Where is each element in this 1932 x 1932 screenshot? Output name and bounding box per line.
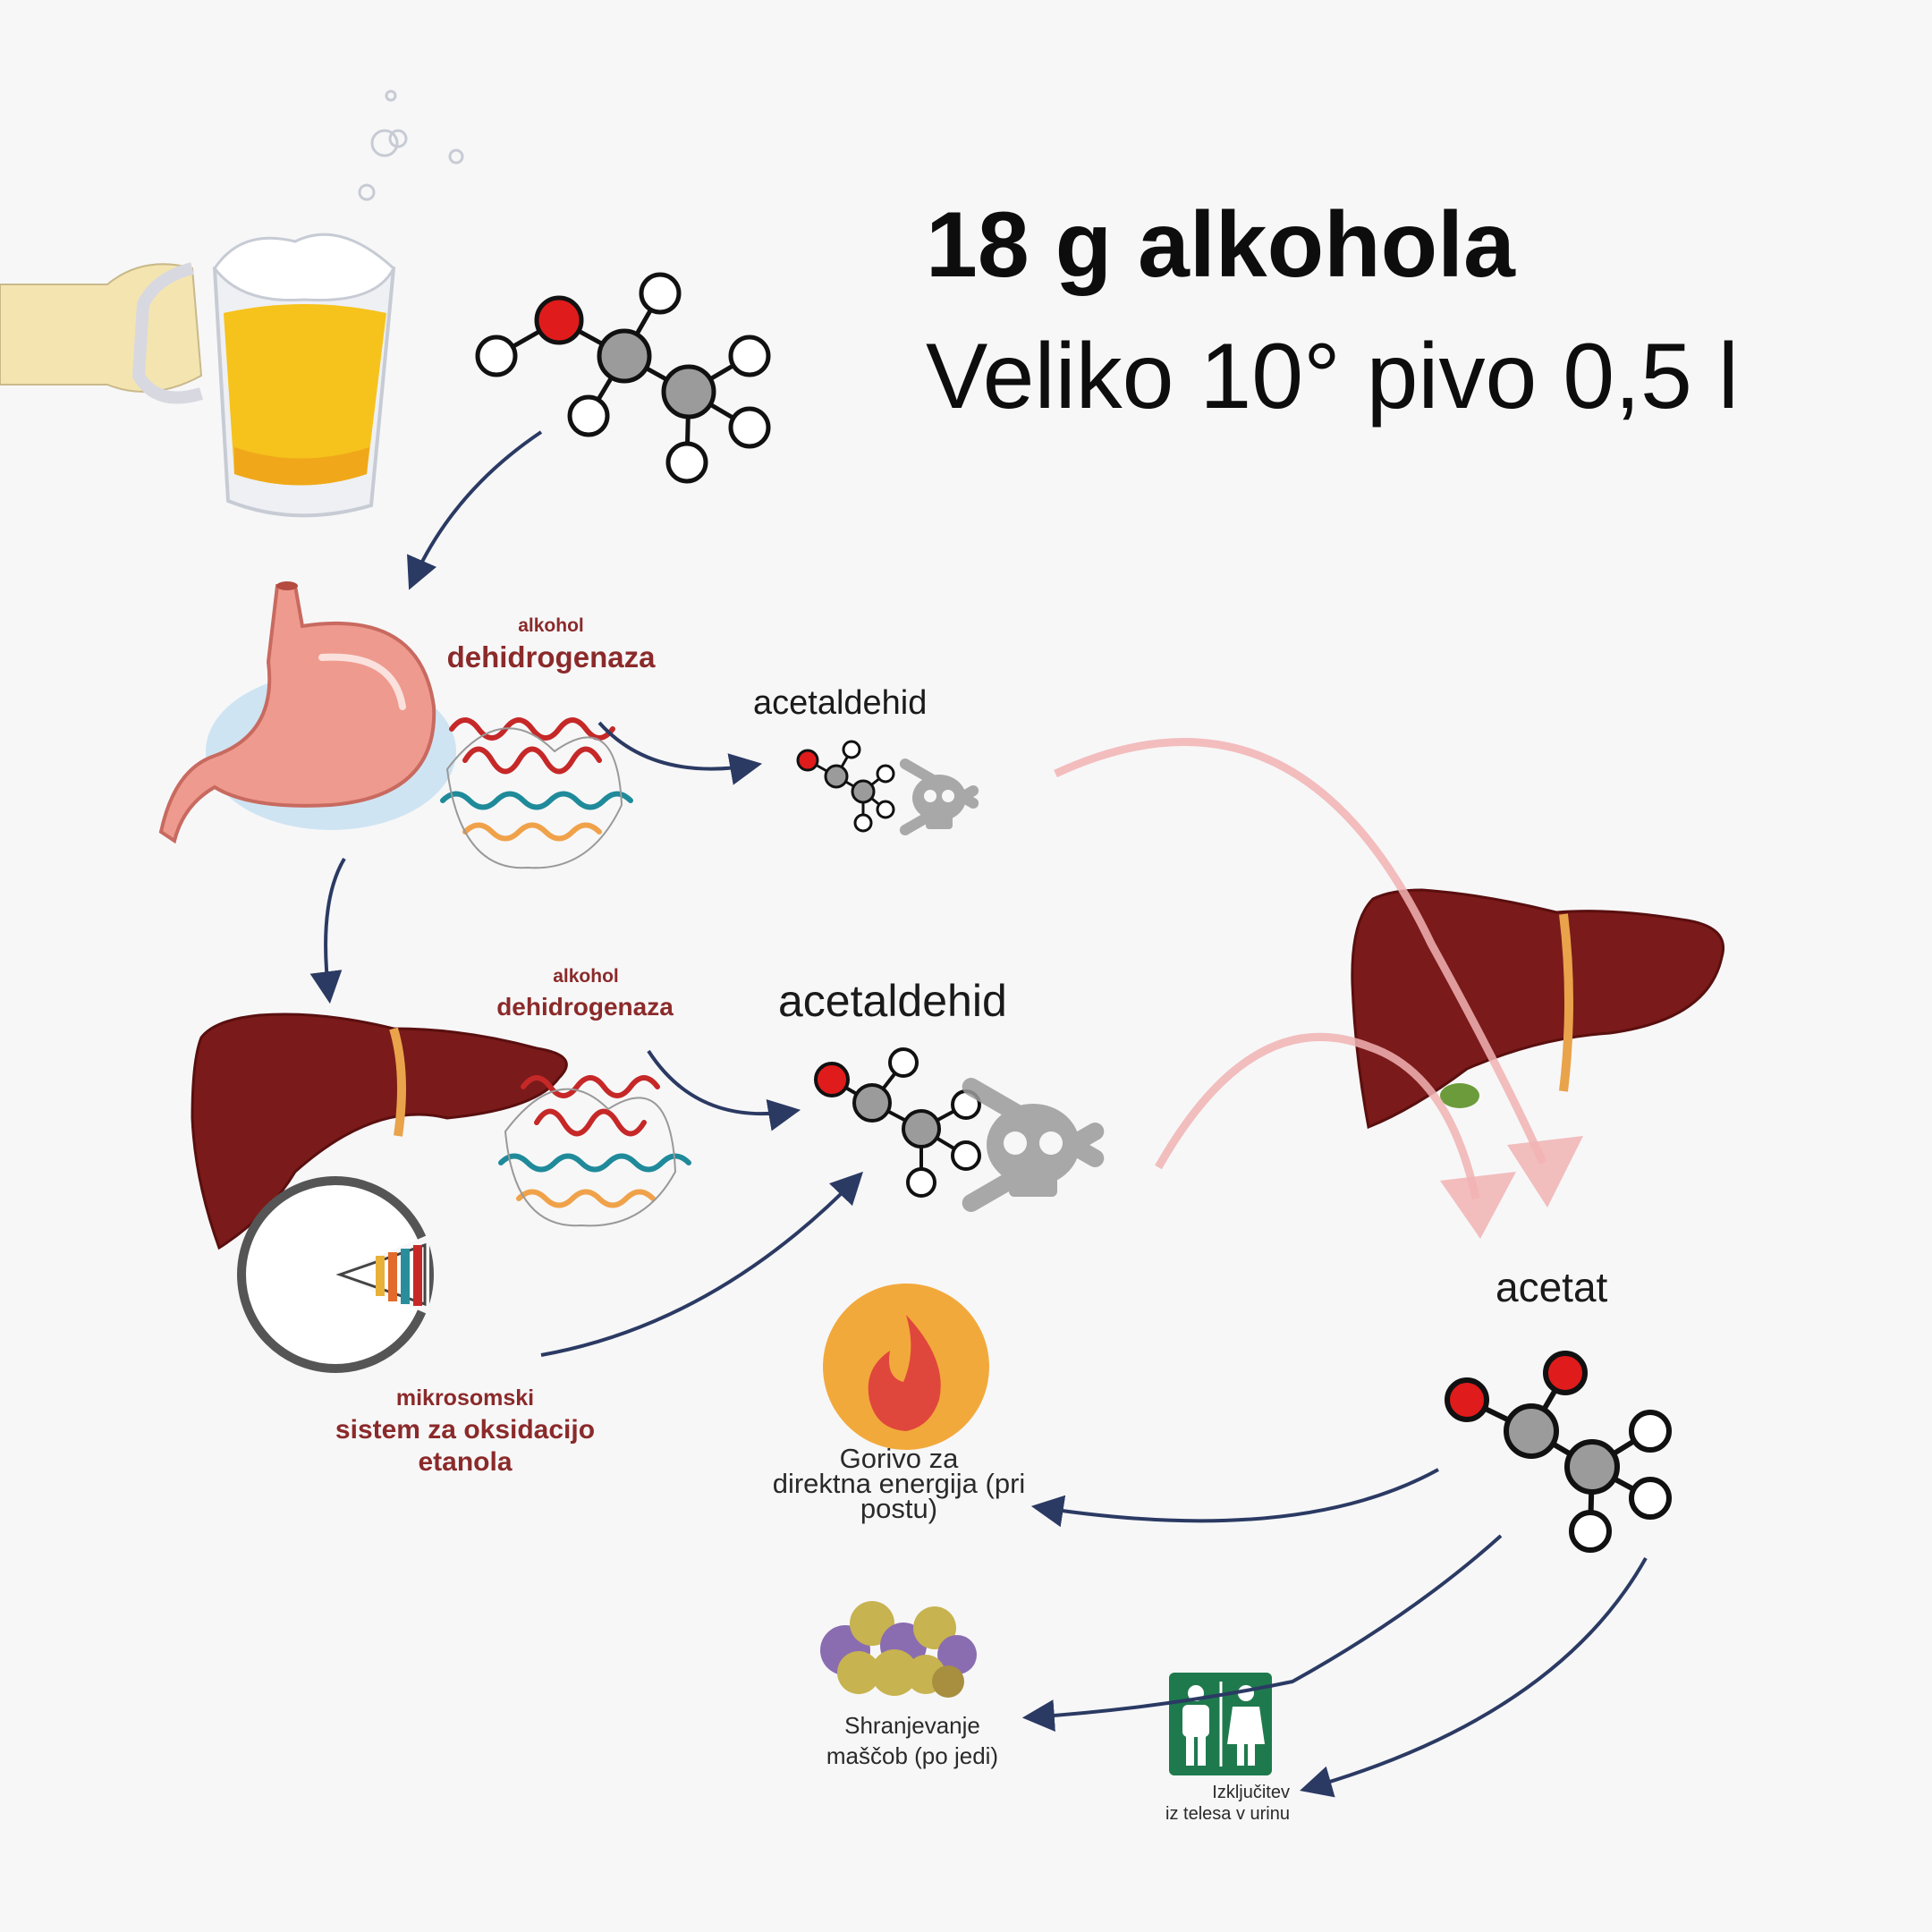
alcohol-dehydrogenase-enzyme-icon [440,717,633,869]
fat-line: maščob (po jedi) [826,1742,999,1769]
meos-line: etanola [418,1447,513,1477]
process-arrow [309,430,1648,1798]
alcohol-dehydrogenase-enzyme-icon [498,1075,691,1227]
fire-icon [823,1284,989,1450]
acetaldehyde-label: acetaldehid [778,976,1007,1026]
fuel-line: Gorivo za [839,1443,959,1474]
acetate-molecule-icon [1445,1351,1672,1553]
pink-flow-arrow [1054,737,1547,1199]
fuel-line: direktna energija (pri [772,1468,1026,1499]
acetaldehyde-molecule-icon [814,1047,981,1198]
beer-mug-icon [0,89,464,518]
page-title: 18 g alkohola [926,193,1515,297]
microsomal-system-icon [237,1176,434,1373]
liver-icon [191,1013,568,1250]
fuel-line: postu) [860,1493,938,1524]
enzyme-label-small: alkohol [553,966,619,987]
acetate-label: acetat [1496,1264,1608,1310]
skull-crossbones-icon [962,1078,1105,1212]
enzyme-label-small: alkohol [518,615,584,636]
enzyme-label-big: dehidrogenaza [446,640,656,674]
fat-line: Shranjevanje [844,1712,980,1739]
urine-excretion-label: Izključitev iz telesa v urinu [1129,1782,1290,1825]
skull-crossbones-icon [899,758,979,835]
fuel-label: Gorivo za direktna energija (pri postu) [751,1443,1046,1524]
urine-line: Izključitev [1212,1783,1290,1802]
stomach-icon [158,581,456,844]
ethanol-molecule-icon [475,272,771,484]
meos-line: mikrosomski [395,1385,535,1411]
acetaldehyde-label: acetaldehid [753,684,928,722]
meos-label: mikrosomski sistem za oksidacijo etanola [313,1382,617,1479]
liver-icon [1351,888,1724,1130]
fat-storage-label: Shranjevanje maščob (po jedi) [805,1710,1020,1771]
enzyme-label-big: dehidrogenaza [496,993,674,1021]
pink-flow-arrowhead [1440,1136,1583,1239]
acetaldehyde-molecule-icon [796,740,895,833]
fat-cells-icon [820,1601,977,1698]
meos-line: sistem za oksidacijo [335,1415,596,1445]
page-subtitle: Veliko 10° pivo 0,5 l [926,325,1739,428]
urine-line: iz telesa v urinu [1165,1804,1290,1824]
